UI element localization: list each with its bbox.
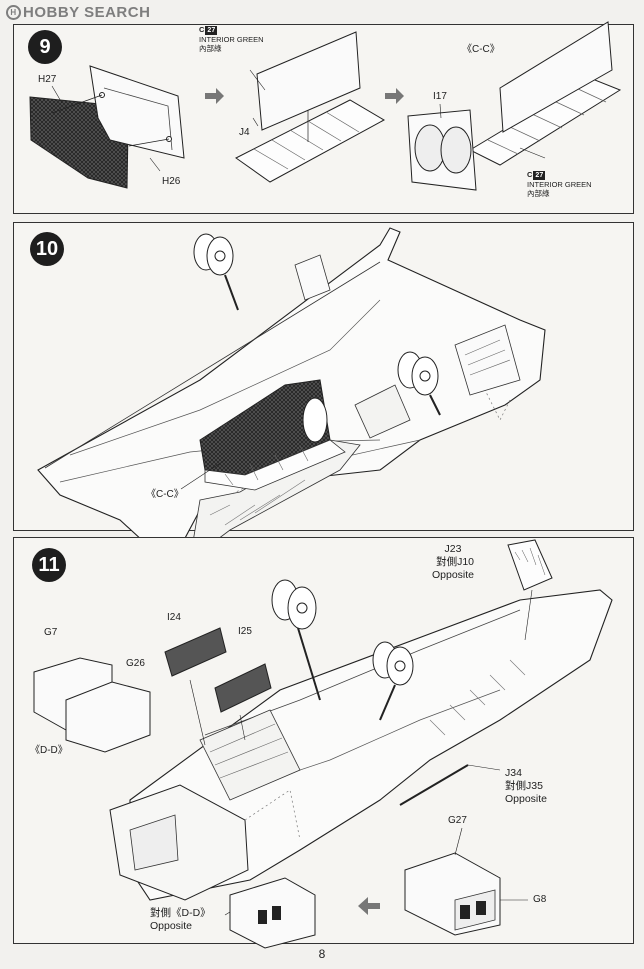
step-9-badge: 9 — [28, 30, 62, 64]
label-j23: J23 — [444, 543, 462, 555]
step-10-badge: 10 — [30, 232, 64, 266]
rear-fuselage — [129, 589, 613, 901]
label-dd-opposite-opp: Opposite — [150, 920, 193, 932]
label-cc-step10: 《C-C》 — [146, 489, 184, 500]
label-j4: J4 — [239, 127, 250, 138]
part-j4-panel — [256, 31, 361, 131]
label-i24: I24 — [167, 612, 181, 623]
paint1-name: INTERIOR GREEN — [199, 35, 264, 44]
label-j34-cn: 對側J35 — [505, 780, 543, 792]
label-j23-group: J23 對側J10 Opposite — [432, 543, 474, 582]
arrow-step11 — [358, 897, 380, 915]
part-i25 — [214, 663, 272, 713]
arrow-step9-a — [205, 88, 224, 104]
part-g26 — [65, 681, 151, 753]
label-g26: G26 — [126, 658, 145, 669]
part-i24 — [164, 627, 227, 677]
part-cc-panel — [499, 21, 613, 133]
label-g8: G8 — [533, 894, 547, 905]
label-j34-opp: Opposite — [505, 793, 548, 805]
label-i25: I25 — [238, 626, 252, 637]
watermark-circle: H — [6, 5, 21, 20]
paint2-name-cn: 內部綠 — [527, 189, 550, 198]
label-h27: H27 — [38, 74, 57, 85]
paint1-code: 27 — [205, 26, 218, 35]
label-j34: J34 — [505, 767, 522, 779]
part-h26 — [89, 65, 185, 159]
label-h26: H26 — [162, 176, 181, 187]
label-g7: G7 — [44, 627, 58, 638]
step-11-badge: 11 — [32, 548, 66, 582]
paint2-code: 27 — [533, 171, 546, 180]
paint2-name: INTERIOR GREEN — [527, 180, 592, 189]
watermark-text: HOBBY SEARCH — [23, 4, 151, 21]
arrow-step9-b — [385, 88, 404, 104]
paint2-prefix: C — [527, 170, 533, 179]
label-dd-opposite-cn: 對側《D-D》 — [150, 907, 211, 919]
label-j34-group: J34 對側J35 Opposite — [505, 767, 547, 806]
label-cc-step9: 《C-C》 — [462, 44, 500, 55]
landing-gear-main — [271, 579, 414, 721]
label-j23-cn: 對側J10 — [436, 556, 475, 568]
label-j23-opp: Opposite — [432, 569, 475, 581]
part-j34 — [399, 764, 469, 806]
page-number: 8 — [318, 947, 326, 961]
part-j23 — [507, 539, 553, 591]
label-g27: G27 — [448, 815, 467, 826]
label-dd-opposite-group: 對側《D-D》 Opposite — [150, 907, 211, 933]
part-j4-floor — [235, 99, 386, 183]
paint1-name-cn: 內部綠 — [199, 44, 222, 53]
landing-gear-rear — [397, 351, 441, 416]
landing-gear-front — [193, 233, 239, 311]
paint1-prefix: C — [199, 25, 205, 34]
label-dd: 《D-D》 — [30, 745, 68, 756]
label-i17: I17 — [433, 91, 447, 102]
